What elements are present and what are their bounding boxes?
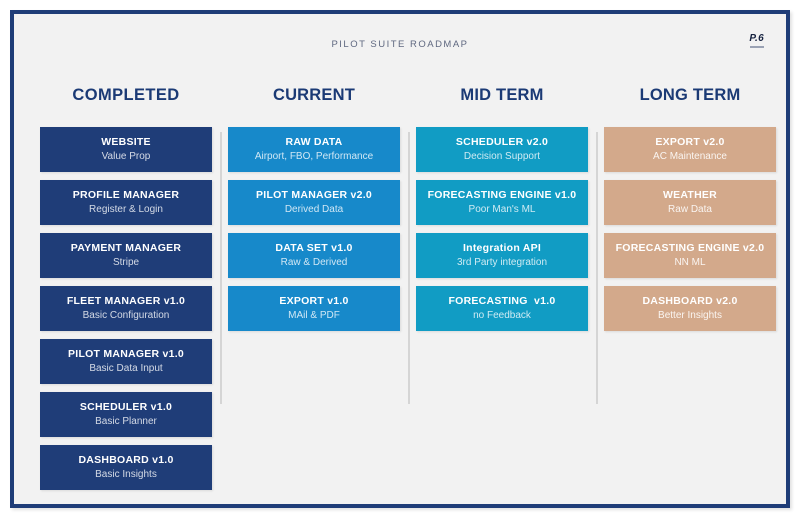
- card-subtitle: Raw Data: [668, 204, 712, 215]
- column-mid-term: MID TERM SCHEDULER v2.0 Decision Support…: [416, 86, 588, 339]
- column-divider: [596, 132, 598, 404]
- card-subtitle: Raw & Derived: [280, 257, 348, 268]
- card-subtitle: Poor Man's ML: [468, 204, 536, 215]
- roadmap-card[interactable]: WEATHER Raw Data: [604, 180, 776, 225]
- card-title: PILOT MANAGER v1.0: [68, 348, 184, 360]
- roadmap-card[interactable]: SCHEDULER v1.0 Basic Planner: [40, 392, 212, 437]
- card-subtitle: Decision Support: [463, 151, 541, 162]
- roadmap-card[interactable]: FORECASTING ENGINE v2.0 NN ML: [604, 233, 776, 278]
- roadmap-card[interactable]: FLEET MANAGER v1.0 Basic Configuration: [40, 286, 212, 331]
- column-header-completed: COMPLETED: [72, 86, 180, 104]
- column-header-long-term: LONG TERM: [639, 86, 741, 104]
- roadmap-card[interactable]: RAW DATA Airport, FBO, Performance: [228, 127, 400, 172]
- roadmap-card[interactable]: FORECASTING v1.0 no Feedback: [416, 286, 588, 331]
- roadmap-card[interactable]: FORECASTING ENGINE v1.0 Poor Man's ML: [416, 180, 588, 225]
- roadmap-columns: COMPLETED WEBSITE Value Prop PROFILE MAN…: [32, 86, 776, 494]
- card-title: FORECASTING ENGINE v2.0: [615, 242, 765, 254]
- roadmap-card[interactable]: SCHEDULER v2.0 Decision Support: [416, 127, 588, 172]
- column-long-term: LONG TERM EXPORT v2.0 AC Maintenance WEA…: [604, 86, 776, 339]
- card-title: FORECASTING v1.0: [448, 295, 556, 307]
- slide-frame: PILOT SUITE ROADMAP P.6 COMPLETED WEBSIT…: [10, 10, 790, 508]
- page-title: PILOT SUITE ROADMAP: [331, 39, 469, 50]
- card-title: WEBSITE: [101, 136, 151, 148]
- roadmap-card[interactable]: WEBSITE Value Prop: [40, 127, 212, 172]
- card-subtitle: Basic Planner: [95, 416, 157, 427]
- card-title: FLEET MANAGER v1.0: [66, 295, 186, 307]
- roadmap-card[interactable]: PROFILE MANAGER Register & Login: [40, 180, 212, 225]
- roadmap-card[interactable]: DASHBOARD v2.0 Better Insights: [604, 286, 776, 331]
- card-title: PILOT MANAGER v2.0: [256, 189, 372, 201]
- card-subtitle: Basic Data Input: [89, 363, 163, 374]
- column-header-mid-term: MID TERM: [460, 86, 544, 104]
- roadmap-card[interactable]: DASHBOARD v1.0 Basic Insights: [40, 445, 212, 490]
- roadmap-card[interactable]: PILOT MANAGER v1.0 Basic Data Input: [40, 339, 212, 384]
- column-current: CURRENT RAW DATA Airport, FBO, Performan…: [228, 86, 400, 339]
- roadmap-card[interactable]: Integration API 3rd Party integration: [416, 233, 588, 278]
- card-subtitle: Value Prop: [101, 151, 151, 162]
- slide-canvas: PILOT SUITE ROADMAP P.6 COMPLETED WEBSIT…: [14, 14, 786, 504]
- roadmap-card[interactable]: EXPORT v2.0 AC Maintenance: [604, 127, 776, 172]
- page-number-underline: [749, 46, 764, 48]
- card-subtitle: 3rd Party integration: [456, 257, 548, 268]
- roadmap-card[interactable]: DATA SET v1.0 Raw & Derived: [228, 233, 400, 278]
- column-completed: COMPLETED WEBSITE Value Prop PROFILE MAN…: [40, 86, 212, 498]
- page-number-label: P.6: [749, 33, 764, 44]
- card-list-mid-term: SCHEDULER v2.0 Decision Support FORECAST…: [416, 127, 588, 331]
- card-subtitle: MAil & PDF: [288, 310, 340, 321]
- card-title: RAW DATA: [285, 136, 343, 148]
- card-list-long-term: EXPORT v2.0 AC Maintenance WEATHER Raw D…: [604, 127, 776, 331]
- card-title: SCHEDULER v1.0: [79, 401, 173, 413]
- card-subtitle: Stripe: [112, 257, 140, 268]
- card-title: FORECASTING ENGINE v1.0: [427, 189, 577, 201]
- card-subtitle: Basic Insights: [95, 469, 157, 480]
- card-title: SCHEDULER v2.0: [455, 136, 549, 148]
- card-subtitle: AC Maintenance: [653, 151, 727, 162]
- card-title: Integration API: [462, 242, 542, 254]
- card-subtitle: no Feedback: [473, 310, 531, 321]
- card-subtitle: Derived Data: [284, 204, 344, 215]
- card-title: PAYMENT MANAGER: [70, 242, 182, 254]
- page-number-badge: P.6: [749, 33, 764, 48]
- column-header-current: CURRENT: [272, 86, 356, 104]
- roadmap-card[interactable]: PAYMENT MANAGER Stripe: [40, 233, 212, 278]
- card-subtitle: Register & Login: [89, 204, 163, 215]
- card-title: DASHBOARD v2.0: [642, 295, 738, 307]
- card-title: WEATHER: [662, 189, 718, 201]
- card-title: PROFILE MANAGER: [72, 189, 180, 201]
- roadmap-card[interactable]: EXPORT v1.0 MAil & PDF: [228, 286, 400, 331]
- card-list-completed: WEBSITE Value Prop PROFILE MANAGER Regis…: [40, 127, 212, 490]
- card-title: DASHBOARD v1.0: [78, 454, 174, 466]
- card-title: DATA SET v1.0: [275, 242, 353, 254]
- column-divider: [220, 132, 222, 404]
- card-subtitle: Basic Configuration: [82, 310, 170, 321]
- card-list-current: RAW DATA Airport, FBO, Performance PILOT…: [228, 127, 400, 331]
- card-subtitle: Airport, FBO, Performance: [254, 151, 374, 162]
- card-title: EXPORT v2.0: [655, 136, 725, 148]
- card-title: EXPORT v1.0: [279, 295, 349, 307]
- column-divider: [408, 132, 410, 404]
- roadmap-card[interactable]: PILOT MANAGER v2.0 Derived Data: [228, 180, 400, 225]
- card-subtitle: NN ML: [674, 257, 706, 268]
- card-subtitle: Better Insights: [658, 310, 722, 321]
